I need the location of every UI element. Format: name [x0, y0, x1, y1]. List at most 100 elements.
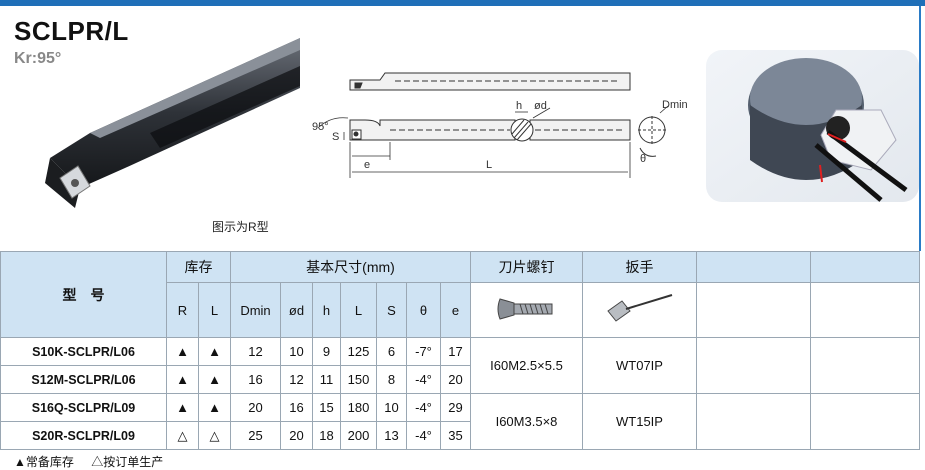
dim-cell: 20: [280, 421, 313, 450]
dim-cell: 29: [440, 393, 471, 422]
model-cell: S20R-SCLPR/L09: [0, 421, 167, 450]
screw-image-cell: [470, 282, 583, 338]
dim-cell: 9: [312, 337, 341, 366]
screw-header: 刀片螺钉: [470, 251, 583, 283]
boring-bar-photo: [45, 38, 300, 208]
right-edge-line: [919, 6, 921, 251]
stock-col-l: L: [198, 282, 231, 338]
dim-col-h: h: [312, 282, 341, 338]
table-row: S10K-SCLPR/L06 ▲ ▲ 12 10 9 125 6 -7° 17 …: [0, 337, 920, 394]
dim-col-dmin: Dmin: [230, 282, 281, 338]
dim-cell: 18: [312, 421, 341, 450]
photo-caption: 图示为R型: [212, 220, 269, 234]
dim-col-theta: θ: [406, 282, 441, 338]
wrench-cell: WT15IP: [582, 393, 697, 450]
dim-col-l: L: [340, 282, 377, 338]
table-row: S20R-SCLPR/L09 △ △ 25 20 18 200 13 -4° 3…: [0, 421, 920, 450]
dim-cell: 16: [280, 393, 313, 422]
dim-cell: 20: [230, 393, 281, 422]
empty-cell: [810, 393, 920, 450]
empty-header-cell: [696, 282, 811, 338]
bore-render-image: [706, 50, 919, 202]
dim-cell: 25: [230, 421, 281, 450]
product-title: SCLPR/L: [14, 16, 129, 46]
spec-table: 型 号 库存 基本尺寸(mm) 刀片螺钉 扳手 R L Dmin ød h L …: [0, 251, 920, 450]
table-header-row-1: 型 号 库存 基本尺寸(mm) 刀片螺钉 扳手: [0, 251, 920, 338]
top-blue-bar: [0, 0, 925, 6]
stock-l-cell: △: [198, 421, 231, 450]
side-view-bar: [349, 119, 631, 141]
screw-cell: I60M2.5×5.5: [470, 337, 583, 394]
dim-cell: 180: [340, 393, 377, 422]
dims-header: 基本尺寸(mm): [230, 251, 471, 283]
dim-cell: -4°: [406, 393, 441, 422]
model-header: 型 号: [0, 251, 167, 338]
dim-cell: 200: [340, 421, 377, 450]
dim-cell: 20: [440, 365, 471, 394]
stock-l-cell: ▲: [198, 365, 231, 394]
dim-cell: 10: [280, 337, 313, 366]
dim-cell: 12: [280, 365, 313, 394]
dmin-label: Dmin: [662, 99, 688, 111]
stock-col-r: R: [166, 282, 199, 338]
model-cell: S12M-SCLPR/L06: [0, 365, 167, 394]
wrench-image-cell: [582, 282, 697, 338]
stock-header: 库存: [166, 251, 231, 283]
dim-cell: 12: [230, 337, 281, 366]
wrench-cell: WT07IP: [582, 337, 697, 394]
table-row: S16Q-SCLPR/L09 ▲ ▲ 20 16 15 180 10 -4° 2…: [0, 393, 920, 450]
insert-screw-icon: [497, 297, 552, 320]
wrench-icon: [606, 293, 672, 322]
screw-cell: I60M3.5×8: [470, 393, 583, 450]
empty-cell: [696, 393, 811, 450]
stock-r-cell: ▲: [166, 365, 199, 394]
dim-cell: 10: [376, 393, 407, 422]
dim-col-e: e: [440, 282, 471, 338]
e-label: e: [364, 159, 370, 171]
dim-cell: 13: [376, 421, 407, 450]
top-view-bar: [349, 72, 631, 91]
empty-header-cell: [810, 251, 920, 283]
end-view: [638, 116, 666, 157]
technical-drawing: 95° S e L h ød Dmin θ: [312, 72, 688, 178]
dim-cell: 11: [312, 365, 341, 394]
empty-cell: [810, 337, 920, 394]
approach-angle: Kr:95°: [14, 50, 62, 67]
table-row: S12M-SCLPR/L06 ▲ ▲ 16 12 11 150 8 -4° 20: [0, 365, 920, 394]
dim-cell: 6: [376, 337, 407, 366]
theta-label: θ: [640, 153, 646, 165]
empty-header-cell: [696, 251, 811, 283]
model-cell: S10K-SCLPR/L06: [0, 337, 167, 366]
dim-cell: -4°: [406, 421, 441, 450]
stock-r-cell: ▲: [166, 337, 199, 366]
stock-l-cell: ▲: [198, 393, 231, 422]
dimension-lines: [317, 105, 669, 178]
dim-col-d: ød: [280, 282, 313, 338]
table-header-row-2: R L Dmin ød h L S θ e: [1, 282, 920, 338]
legend-order: △按订单生产: [91, 455, 164, 469]
model-cell: S16Q-SCLPR/L09: [0, 393, 167, 422]
l-label: L: [486, 159, 492, 171]
od-label: ød: [534, 100, 547, 112]
wrench-header: 扳手: [582, 251, 697, 283]
s-label: S: [332, 131, 339, 143]
dim-cell: -4°: [406, 365, 441, 394]
stock-r-cell: ▲: [166, 393, 199, 422]
dim-cell: 17: [440, 337, 471, 366]
dim-cell: 35: [440, 421, 471, 450]
stock-legend: ▲常备库存 △按订单生产: [14, 453, 177, 470]
stock-l-cell: ▲: [198, 337, 231, 366]
angle-label: 95°: [312, 121, 329, 133]
dim-cell: 16: [230, 365, 281, 394]
legend-stocked: ▲常备库存: [14, 455, 74, 469]
dim-cell: 125: [340, 337, 377, 366]
cross-section: [510, 118, 534, 142]
h-label: h: [516, 100, 522, 112]
dim-cell: 8: [376, 365, 407, 394]
empty-cell: [696, 337, 811, 394]
empty-header-cell: [810, 282, 920, 338]
dim-cell: 15: [312, 393, 341, 422]
stock-r-cell: △: [166, 421, 199, 450]
dim-col-s: S: [376, 282, 407, 338]
dim-cell: 150: [340, 365, 377, 394]
